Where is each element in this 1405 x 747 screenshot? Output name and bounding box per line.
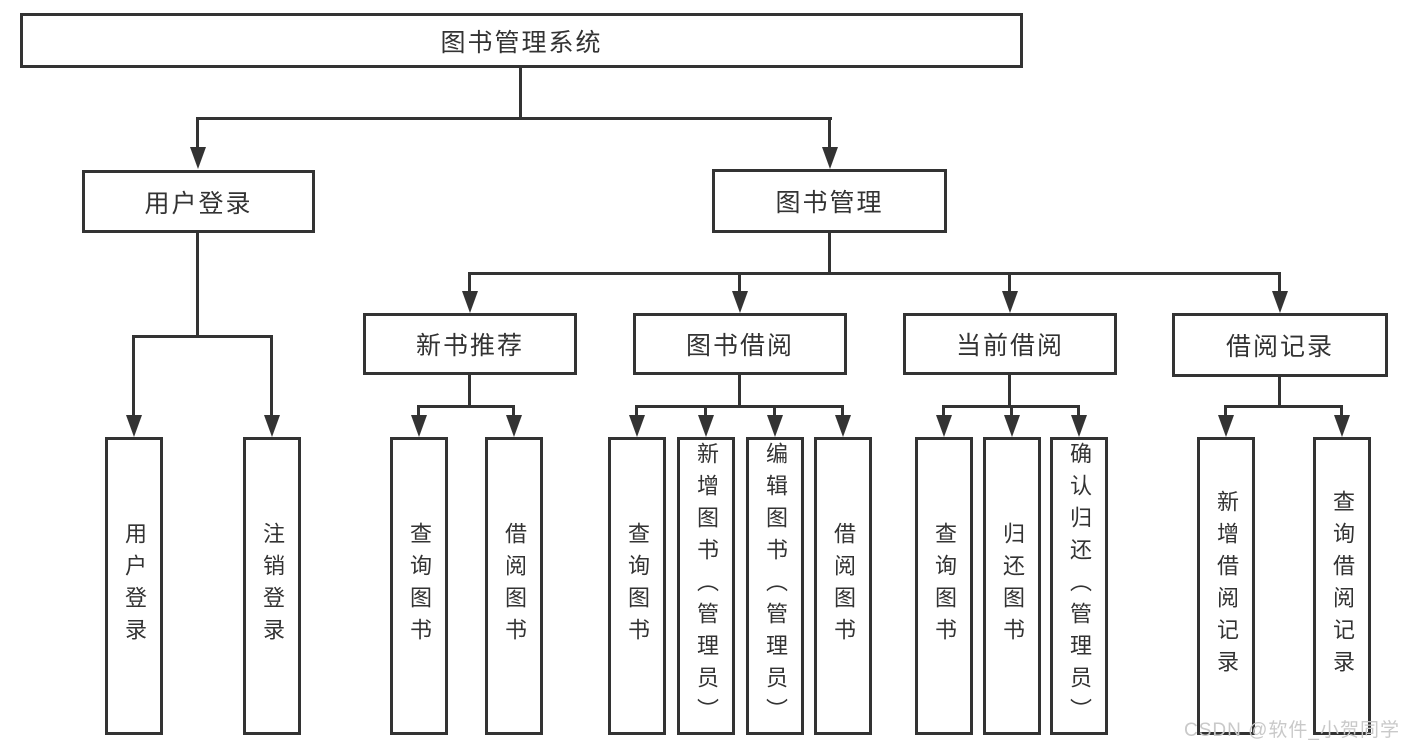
connector-line xyxy=(417,405,515,408)
node-label: 当前借阅 xyxy=(955,332,1064,360)
arrow-down-icon xyxy=(936,415,952,437)
connector-line xyxy=(196,117,199,149)
leaf-query-borrow-record: 查询借阅记录 xyxy=(1313,437,1371,735)
arrow-down-icon xyxy=(1272,291,1288,313)
leaf-user-login: 用户登录 xyxy=(105,437,163,735)
connector-line xyxy=(738,272,741,294)
leaf-label: 新增图书（管理员） xyxy=(694,442,719,730)
leaf-label: 新增借阅记录 xyxy=(1214,490,1239,682)
leaf-edit-books-admin: 编辑图书（管理员） xyxy=(746,437,804,735)
node-label: 图书管理 xyxy=(775,189,884,217)
leaf-borrow-books: 借阅图书 xyxy=(814,437,872,735)
arrow-down-icon xyxy=(1334,415,1350,437)
connector-line xyxy=(512,405,515,417)
arrow-down-icon xyxy=(411,415,427,437)
leaf-borrow-books-newbook: 借阅图书 xyxy=(485,437,543,735)
connector-line xyxy=(1008,272,1011,294)
connector-line xyxy=(468,272,471,294)
connector-line xyxy=(1224,405,1343,408)
node-label: 借阅记录 xyxy=(1225,333,1334,361)
connector-line xyxy=(1340,405,1343,417)
arrow-down-icon xyxy=(835,415,851,437)
node-book-management: 图书管理 xyxy=(712,169,947,233)
node-label: 图书管理系统 xyxy=(440,28,603,57)
leaf-label: 查询借阅记录 xyxy=(1330,490,1355,682)
leaf-label: 查询图书 xyxy=(407,522,432,650)
connector-line xyxy=(841,405,844,417)
connector-line xyxy=(196,117,832,120)
connector-line xyxy=(1008,375,1011,406)
arrow-down-icon xyxy=(698,415,714,437)
leaf-add-borrow-record: 新增借阅记录 xyxy=(1197,437,1255,735)
connector-line xyxy=(468,375,471,406)
arrow-down-icon xyxy=(1004,415,1020,437)
leaf-label: 查询图书 xyxy=(932,522,957,650)
node-user-login: 用户登录 xyxy=(82,170,315,233)
leaf-label: 查询图书 xyxy=(625,522,650,650)
leaf-logout: 注销登录 xyxy=(243,437,301,735)
connector-line xyxy=(1278,272,1281,294)
node-new-book-recommend: 新书推荐 xyxy=(363,313,577,375)
connector-line xyxy=(942,405,945,417)
connector-line xyxy=(635,405,844,408)
connector-line xyxy=(519,68,522,117)
leaf-query-books-newbook: 查询图书 xyxy=(390,437,448,735)
leaf-label: 借阅图书 xyxy=(502,522,527,650)
node-book-borrowing: 图书借阅 xyxy=(633,313,847,375)
leaf-confirm-return-admin: 确认归还（管理员） xyxy=(1050,437,1108,735)
connector-line xyxy=(468,272,1281,275)
arrow-down-icon xyxy=(462,291,478,313)
leaf-query-books-current: 查询图书 xyxy=(915,437,973,735)
leaf-label: 注销登录 xyxy=(260,522,285,650)
arrow-down-icon xyxy=(732,291,748,313)
arrow-down-icon xyxy=(629,415,645,437)
arrow-down-icon xyxy=(1218,415,1234,437)
connector-line xyxy=(1224,405,1227,417)
arrow-down-icon xyxy=(190,147,206,169)
node-library-management-system: 图书管理系统 xyxy=(20,13,1023,68)
node-label: 图书借阅 xyxy=(685,332,794,360)
connector-line xyxy=(132,335,135,417)
csdn-watermark: CSDN @软件_小贺同学 xyxy=(1184,720,1400,741)
arrow-down-icon xyxy=(126,415,142,437)
leaf-label: 编辑图书（管理员） xyxy=(763,442,788,730)
leaf-label: 归还图书 xyxy=(1000,522,1025,650)
leaf-query-books-borrow: 查询图书 xyxy=(608,437,666,735)
connector-line xyxy=(1278,375,1281,406)
leaf-label: 借阅图书 xyxy=(831,522,856,650)
connector-line xyxy=(635,405,638,417)
leaf-label: 用户登录 xyxy=(122,522,147,650)
connector-line xyxy=(270,335,273,417)
node-label: 新书推荐 xyxy=(415,332,524,360)
connector-line xyxy=(738,375,741,406)
connector-line xyxy=(1077,405,1080,417)
arrow-down-icon xyxy=(822,147,838,169)
node-current-borrowing: 当前借阅 xyxy=(903,313,1117,375)
connector-line xyxy=(132,335,273,338)
connector-line xyxy=(828,117,831,149)
node-borrowing-records: 借阅记录 xyxy=(1172,313,1388,377)
connector-line xyxy=(196,233,199,336)
arrow-down-icon xyxy=(506,415,522,437)
arrow-down-icon xyxy=(767,415,783,437)
connector-line xyxy=(704,405,707,417)
leaf-return-books: 归还图书 xyxy=(983,437,1041,735)
arrow-down-icon xyxy=(1071,415,1087,437)
connector-line xyxy=(828,233,831,273)
connector-line xyxy=(417,405,420,417)
arrow-down-icon xyxy=(264,415,280,437)
node-label: 用户登录 xyxy=(144,189,253,218)
leaf-label: 确认归还（管理员） xyxy=(1067,442,1092,730)
connector-line xyxy=(773,405,776,417)
arrow-down-icon xyxy=(1002,291,1018,313)
connector-line xyxy=(1010,405,1013,417)
leaf-add-books-admin: 新增图书（管理员） xyxy=(677,437,735,735)
